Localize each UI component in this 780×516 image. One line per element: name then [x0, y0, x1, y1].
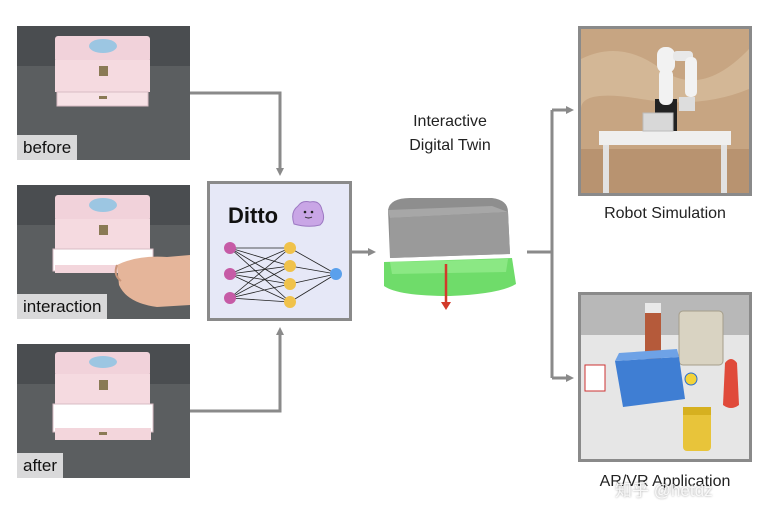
after-photo: after [17, 344, 190, 478]
digital-twin-mesh [384, 198, 516, 310]
twin-title-line1: Interactive [413, 113, 487, 130]
before-caption: before [17, 135, 78, 160]
twin-title-line2: Digital Twin [409, 137, 491, 154]
robot-simulation-label: Robot Simulation [604, 205, 726, 222]
ar-vr-image [578, 292, 752, 462]
ditto-mascot-icon [292, 201, 325, 227]
ditto-model-box: Ditto [207, 181, 352, 321]
before-photo: before [17, 26, 190, 160]
arrow-after-to-ditto [190, 327, 284, 413]
arrow-before-to-ditto [190, 91, 284, 176]
interaction-photo: interaction [17, 185, 190, 319]
interaction-caption: interaction [17, 294, 108, 319]
after-caption: after [17, 453, 64, 478]
watermark: 知乎 @hetdz [615, 481, 713, 500]
neural-network-icon [224, 242, 342, 308]
ar-vr-label: AR/VR Application [599, 473, 731, 490]
robot-simulation-image [578, 26, 752, 196]
ditto-title: Ditto [228, 203, 279, 228]
arrow-twin-branch [527, 110, 554, 378]
